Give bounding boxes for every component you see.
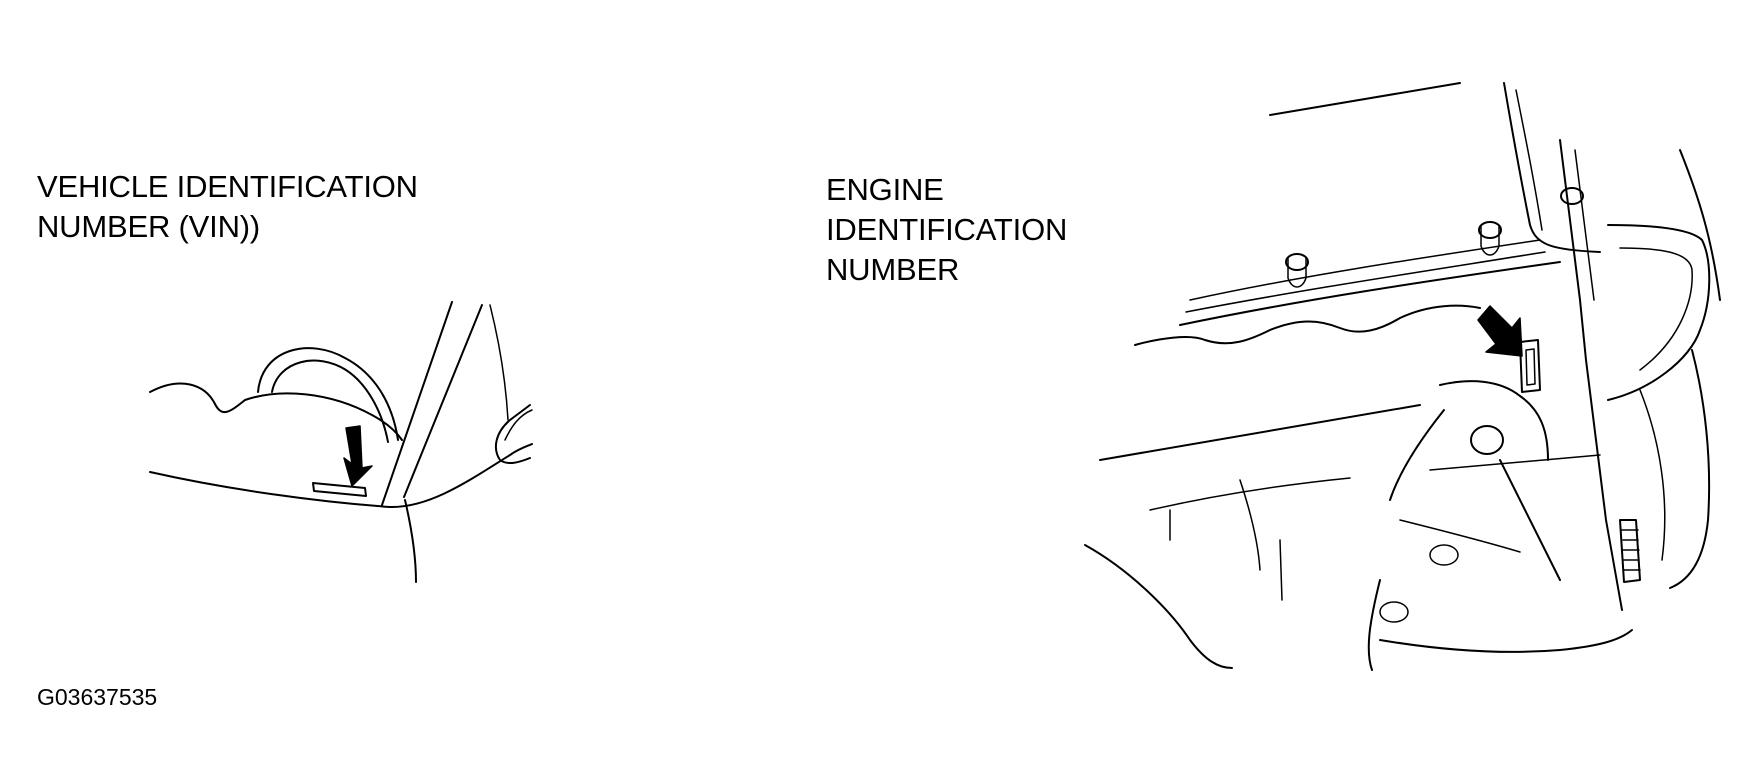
engine-callout-line-2: IDENTIFICATION [826,212,1068,247]
figure-reference-number: G03637535 [37,684,158,710]
arrow-down-icon [343,425,373,487]
engine-callout-line-1: ENGINE [826,172,944,207]
engine-callout-line-3: NUMBER [826,252,960,287]
vin-callout-line-1: VEHICLE IDENTIFICATION [37,169,418,204]
engine-id-callout-label: ENGINE IDENTIFICATION NUMBER [826,170,1067,290]
vin-callout-label: VEHICLE IDENTIFICATION NUMBER (VIN)) [37,167,418,247]
engine-illustration [1084,82,1721,671]
dashboard-illustration [149,301,533,583]
arrow-down-right-icon [1477,305,1523,357]
vin-callout-line-2: NUMBER (VIN)) [37,209,260,244]
